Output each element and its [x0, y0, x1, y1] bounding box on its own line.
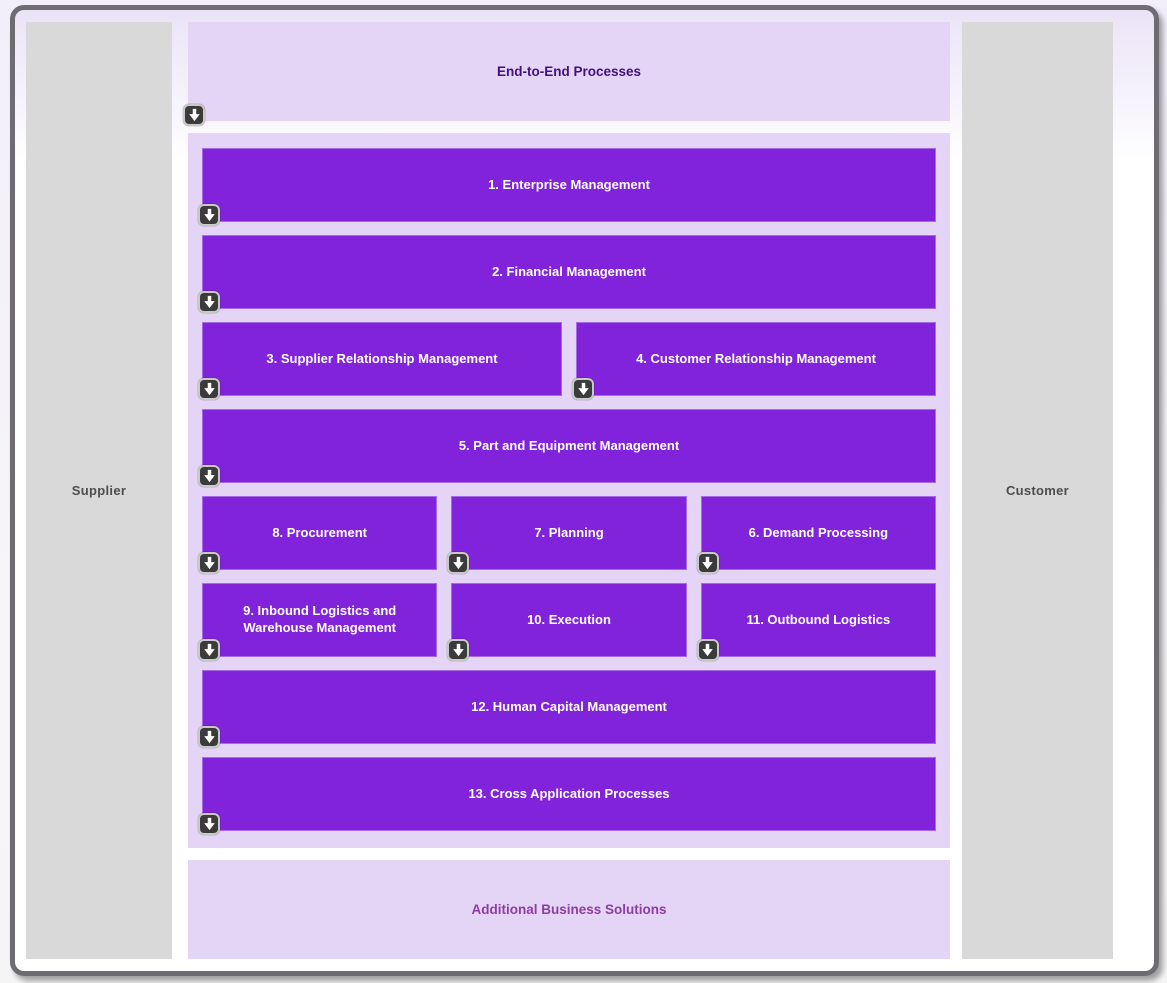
end-to-end-band[interactable]: End-to-End Processes — [183, 22, 950, 126]
process-box[interactable]: 10. Execution — [447, 583, 687, 661]
supplier-label: Supplier — [71, 483, 127, 498]
process-box-label: 4. Customer Relationship Management — [636, 350, 876, 366]
process-row: 8. Procurement 7. Planning 6. Demand Proce… — [198, 496, 936, 574]
process-box-label: 7. Planning — [534, 524, 604, 540]
process-box-label: 1. Enterprise Management — [488, 176, 650, 192]
down-arrow-icon[interactable] — [447, 552, 470, 574]
down-arrow-icon[interactable] — [198, 465, 220, 487]
process-box[interactable]: 5. Part and Equipment Management — [198, 409, 936, 487]
process-box-label: 11. Outbound Logistics — [746, 611, 891, 627]
process-map: 1. Enterprise Management 2. Financial Man… — [188, 133, 950, 848]
process-box[interactable]: 9. Inbound Logistics and Warehouse Manag… — [198, 583, 438, 661]
process-row: 2. Financial Management — [198, 235, 936, 313]
solution-map-frame: Supplier End-to-End Processes 1. Enterpr… — [10, 5, 1159, 976]
process-box[interactable]: 3. Supplier Relationship Management — [198, 322, 562, 400]
process-box[interactable]: 8. Procurement — [198, 496, 438, 574]
additional-solutions-title: Additional Business Solutions — [471, 902, 667, 917]
process-box-label: 8. Procurement — [272, 524, 367, 540]
down-arrow-icon[interactable] — [198, 639, 220, 661]
process-box-label: 6. Demand Processing — [748, 524, 889, 540]
process-box-label: 13. Cross Application Processes — [468, 785, 670, 801]
process-row: 12. Human Capital Management — [198, 670, 936, 748]
down-arrow-icon[interactable] — [198, 813, 220, 835]
process-box[interactable]: 12. Human Capital Management — [198, 670, 936, 748]
process-row: 1. Enterprise Management — [198, 148, 936, 226]
process-box[interactable]: 2. Financial Management — [198, 235, 936, 313]
customer-bar: Customer — [962, 22, 1113, 959]
down-arrow-icon[interactable] — [696, 639, 719, 661]
process-box[interactable]: 1. Enterprise Management — [198, 148, 936, 226]
down-arrow-icon[interactable] — [198, 378, 220, 400]
down-arrow-icon[interactable] — [198, 204, 220, 226]
additional-solutions-band[interactable]: Additional Business Solutions — [188, 860, 950, 959]
process-box[interactable]: 7. Planning — [447, 496, 687, 574]
process-box[interactable]: 13. Cross Application Processes — [198, 757, 936, 835]
supplier-bar: Supplier — [26, 22, 172, 959]
process-box-label: 3. Supplier Relationship Management — [266, 350, 498, 366]
down-arrow-icon[interactable] — [198, 291, 220, 313]
down-arrow-icon[interactable] — [183, 104, 205, 126]
down-arrow-icon[interactable] — [198, 552, 220, 574]
down-arrow-icon[interactable] — [198, 726, 220, 748]
process-box-label: 12. Human Capital Management — [471, 698, 667, 714]
process-row: 9. Inbound Logistics and Warehouse Manag… — [198, 583, 936, 661]
down-arrow-icon[interactable] — [696, 552, 719, 574]
process-box[interactable]: 11. Outbound Logistics — [696, 583, 936, 661]
down-arrow-icon[interactable] — [447, 639, 470, 661]
process-box-label: 2. Financial Management — [492, 263, 646, 279]
process-row: 3. Supplier Relationship Management 4. Cu… — [198, 322, 936, 400]
process-box[interactable]: 6. Demand Processing — [696, 496, 936, 574]
down-arrow-icon[interactable] — [572, 378, 594, 400]
process-box-label: 9. Inbound Logistics and Warehouse Manag… — [243, 603, 397, 635]
process-box-label: 10. Execution — [527, 611, 611, 627]
process-box[interactable]: 4. Customer Relationship Management — [572, 322, 936, 400]
customer-label: Customer — [1005, 483, 1070, 498]
end-to-end-title: End-to-End Processes — [496, 64, 642, 79]
process-row: 5. Part and Equipment Management — [198, 409, 936, 487]
process-row: 13. Cross Application Processes — [198, 757, 936, 835]
process-box-label: 5. Part and Equipment Management — [458, 437, 680, 453]
